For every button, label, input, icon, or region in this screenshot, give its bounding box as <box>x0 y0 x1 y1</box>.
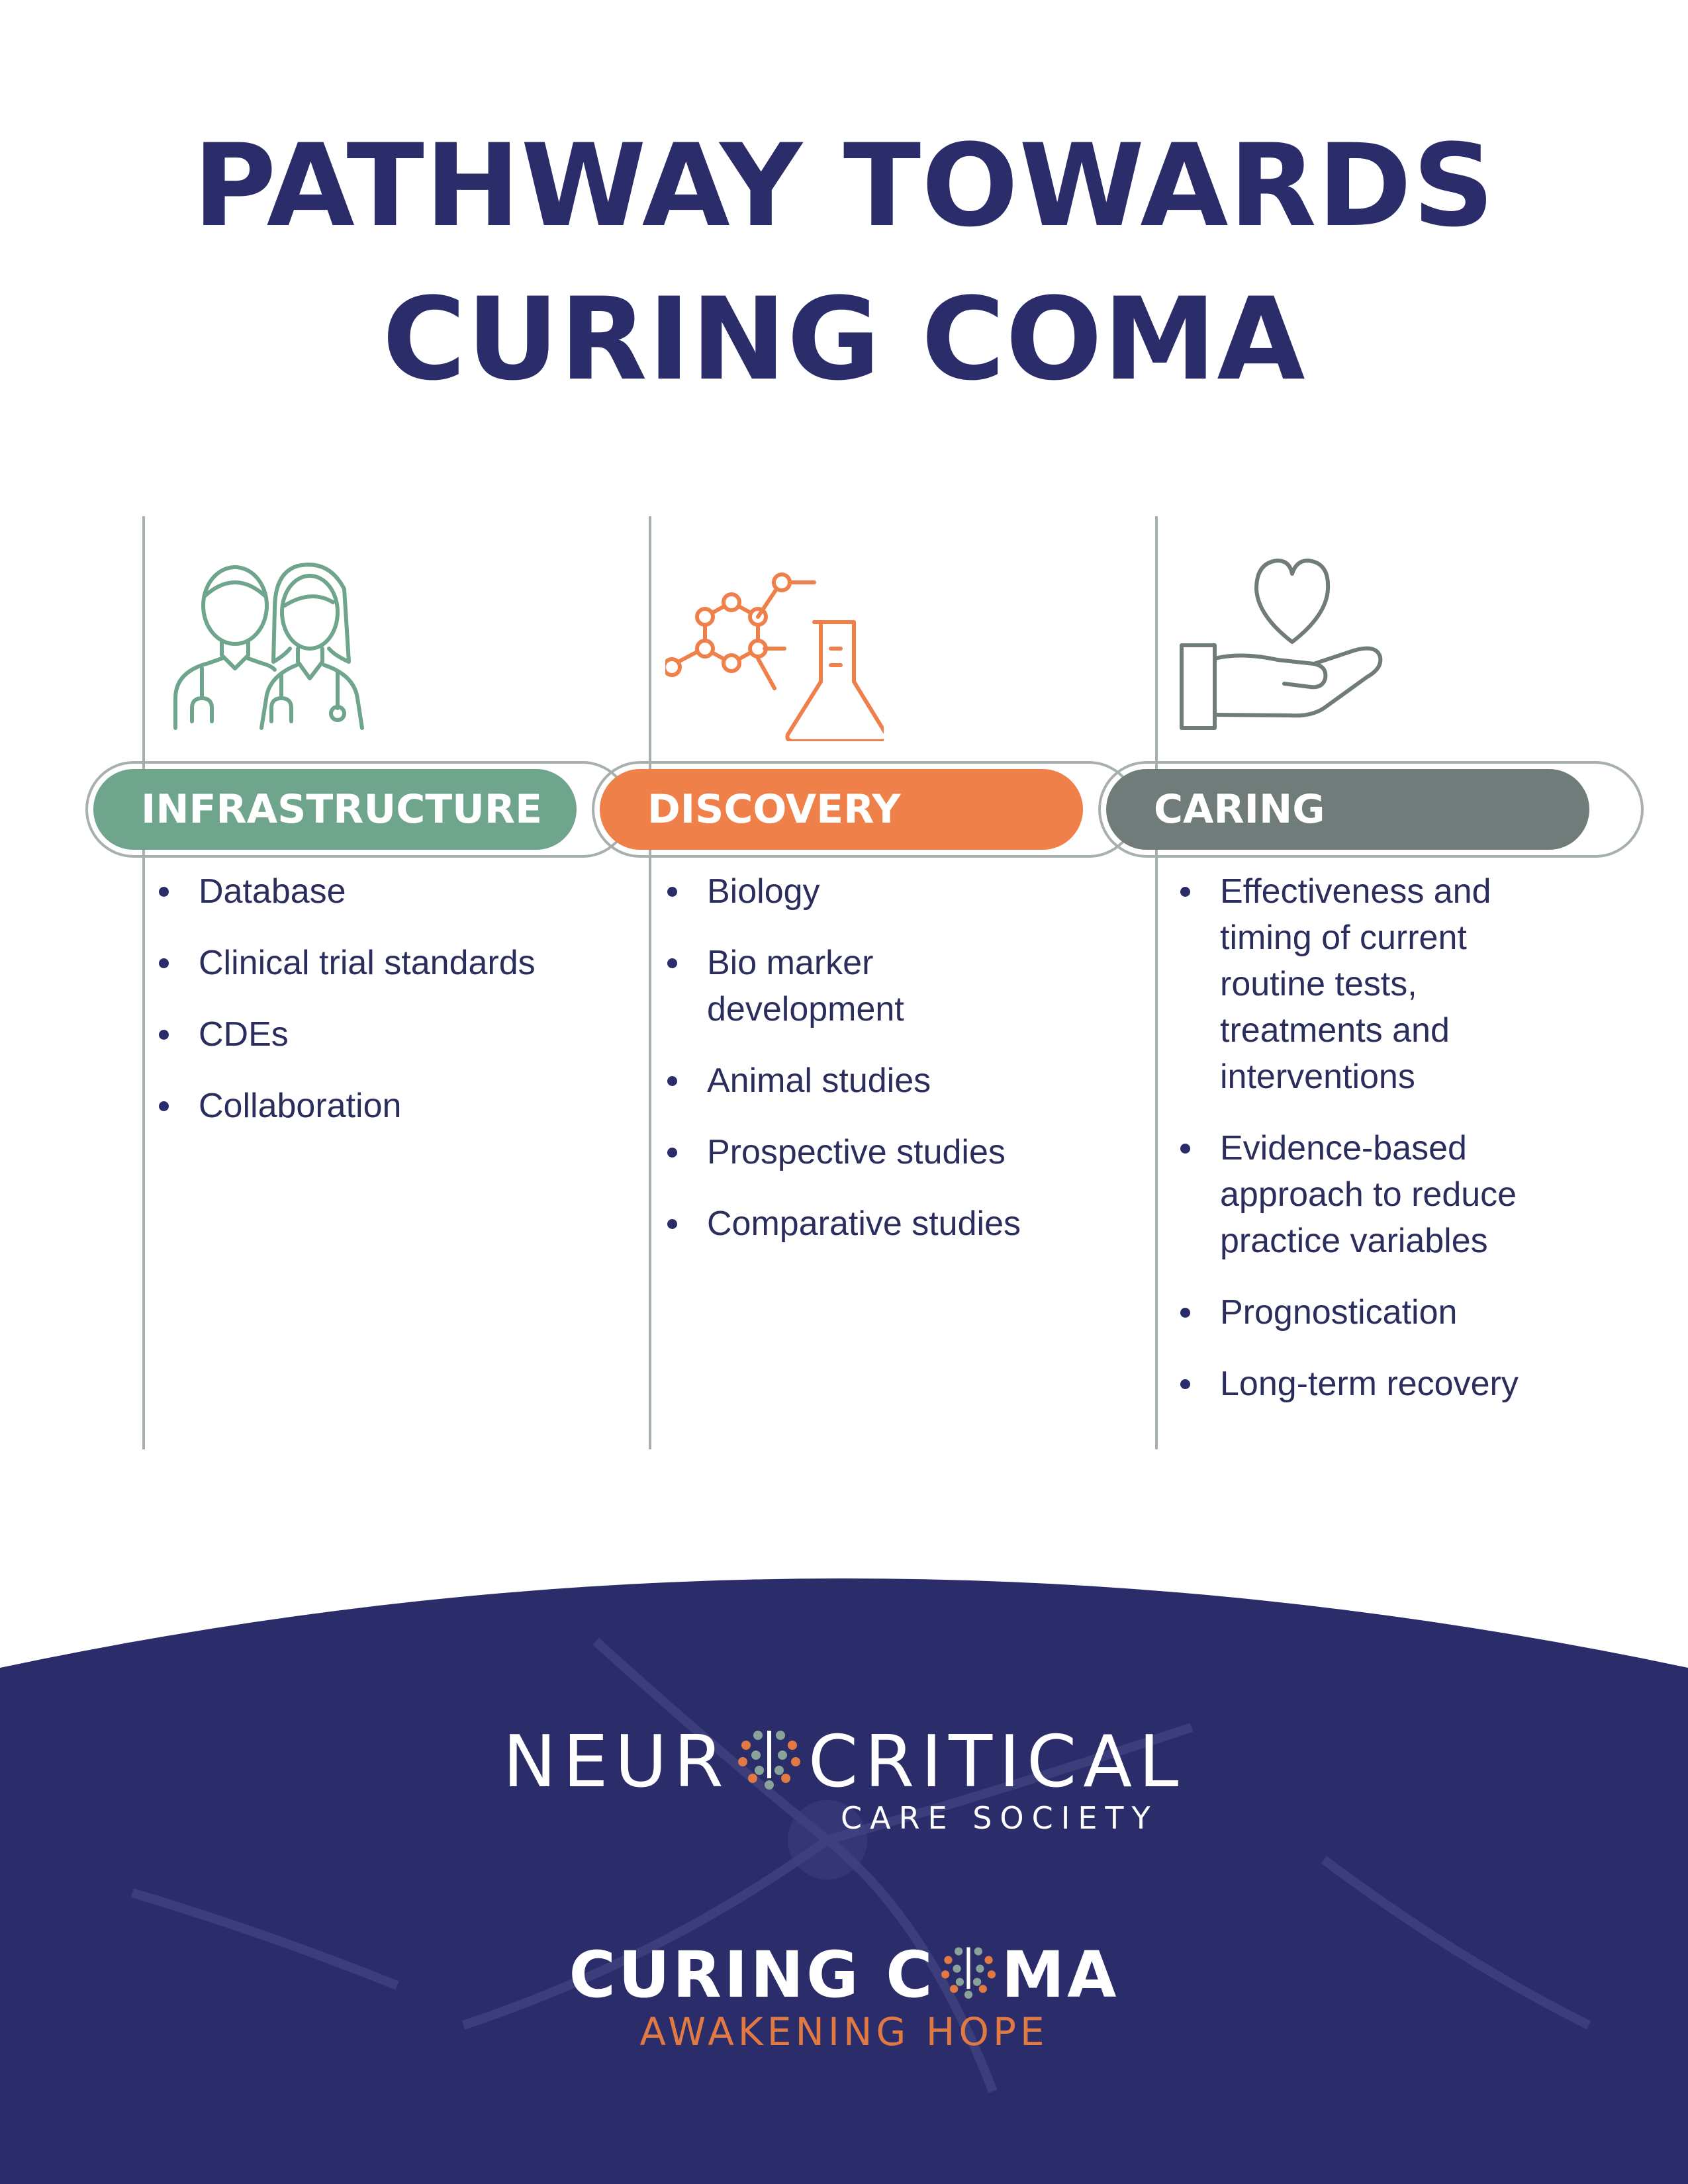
ncs-logo: NEUR CRITICAL CARE SOCIETY <box>0 1721 1688 1836</box>
heart-in-hand-icon <box>1180 559 1383 730</box>
infrastructure-list: Database Clinical trial standards CDEs C… <box>159 868 622 1154</box>
doctors-icon <box>173 563 364 730</box>
page-title: PATHWAY TOWARDS CURING COMA <box>0 109 1688 416</box>
column-discovery: DISCOVERY Biology Bio marker development… <box>592 516 1152 1449</box>
list-item: Evidence-based approach to reduce practi… <box>1180 1125 1538 1264</box>
pill-discovery: DISCOVERY <box>600 769 1083 850</box>
list-item: Biology <box>667 868 1131 915</box>
curing-coma-logo: CURING C MA AWAKENING HOPE <box>0 1938 1688 2054</box>
molecule-flask-icon <box>665 572 884 741</box>
list-item: Clinical trial standards <box>159 940 622 986</box>
pill-outline <box>1098 761 1644 858</box>
column-divider <box>649 516 651 1449</box>
column-divider <box>1155 516 1158 1449</box>
caring-list: Effectiveness and timing of current rout… <box>1180 868 1524 1432</box>
column-caring: CARING Effectiveness and timing of curre… <box>1098 516 1658 1449</box>
ncs-right: CRITICAL <box>808 1721 1186 1803</box>
footer-background <box>0 1578 1688 2184</box>
brain-dots-icon <box>941 1947 996 1999</box>
pill-infrastructure-frame: INFRASTRUCTURE <box>85 761 631 858</box>
list-item: Animal studies <box>667 1058 1131 1104</box>
pill-discovery-frame: DISCOVERY <box>592 761 1137 858</box>
list-item: Prospective studies <box>667 1129 1131 1175</box>
title-line-2: CURING COMA <box>382 273 1306 406</box>
discovery-list: Biology Bio marker development Animal st… <box>667 868 1131 1272</box>
cc-right: MA <box>1001 1938 1119 2012</box>
pill-infrastructure: INFRASTRUCTURE <box>93 769 577 850</box>
curing-coma-tagline: AWAKENING HOPE <box>639 2009 1049 2054</box>
ncs-wordmark: NEUR CRITICAL <box>0 1721 1688 1803</box>
list-item: Prognostication <box>1180 1289 1524 1336</box>
pill-caring: CARING <box>1106 769 1589 850</box>
ncs-subtitle: CARE SOCIETY <box>841 1800 1158 1836</box>
list-item: Collaboration <box>159 1083 622 1129</box>
title-line-1: PATHWAY TOWARDS <box>193 119 1495 252</box>
list-item: Comparative studies <box>667 1201 1131 1247</box>
brain-dots-icon <box>737 1731 800 1790</box>
ncs-left: NEUR <box>502 1721 730 1803</box>
list-item: Long-term recovery <box>1180 1361 1524 1407</box>
curing-coma-wordmark: CURING C MA <box>0 1938 1688 2012</box>
pill-caring-frame: CARING <box>1098 761 1644 858</box>
cc-left: CURING C <box>569 1938 935 2012</box>
footer-banner <box>0 1562 1688 2184</box>
column-divider <box>142 516 145 1449</box>
list-item: Bio marker development <box>667 940 932 1032</box>
list-item: Database <box>159 868 622 915</box>
list-item: Effectiveness and timing of current rout… <box>1180 868 1524 1100</box>
column-infrastructure: INFRASTRUCTURE Database Clinical trial s… <box>85 516 645 1449</box>
list-item: CDEs <box>159 1011 622 1058</box>
